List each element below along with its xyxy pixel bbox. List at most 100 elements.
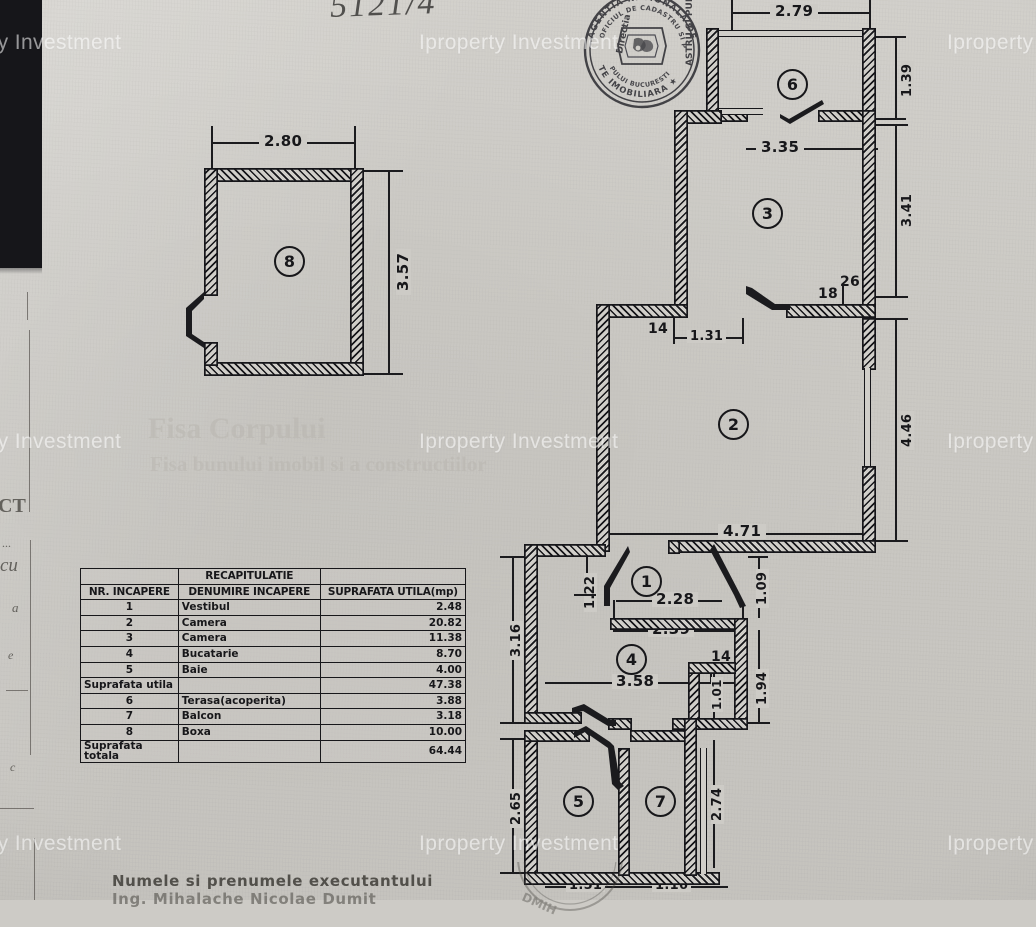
window-line-balcon-right xyxy=(700,748,707,874)
margin-fragment-cu: cu xyxy=(0,555,18,576)
table-header-nr: NR. INCAPERE xyxy=(80,583,179,601)
room-number-2: 2 xyxy=(718,409,749,440)
dimension-extension-line xyxy=(613,600,615,632)
wall-balcon-right xyxy=(684,718,697,876)
dimension-extension-line xyxy=(354,126,356,172)
wall-camera2-left xyxy=(596,304,610,552)
window-line-terasa-top xyxy=(714,30,874,37)
table-header-row: NR. INCAPERE DENUMIRE INCAPERE SUPRAFATA… xyxy=(80,583,467,601)
dimension-vestibul-top: 2.28 xyxy=(652,592,699,607)
row-name: Boxa xyxy=(177,723,321,741)
dimension-extension-line xyxy=(872,36,906,38)
wall-bucatarie-right xyxy=(734,618,748,724)
wall-vestibul-bottom xyxy=(610,618,744,630)
wall-camera2-right xyxy=(862,318,876,370)
dimension-camera3-height: 3.41 xyxy=(900,190,915,230)
dimension-extension-line xyxy=(876,124,908,126)
margin-rule-line xyxy=(6,690,28,692)
door-leaf-boxa xyxy=(186,292,222,350)
dimension-extension-line xyxy=(731,0,733,34)
recapitulation-table: RECAPITULATIE NR. INCAPERE DENUMIRE INCA… xyxy=(80,568,467,763)
dimension-tick xyxy=(574,594,596,596)
row-area: 4.00 xyxy=(319,661,467,679)
wall-terasa-right xyxy=(862,28,876,122)
paper-grain-texture xyxy=(0,0,1036,900)
door-leaf-baie xyxy=(572,726,630,798)
ghost-subtitle-text: Fisa bunului imobil si a constructiilor xyxy=(150,452,487,476)
row-name: Terasa(acoperita) xyxy=(177,692,321,710)
room-number-4: 4 xyxy=(616,644,647,675)
row-name: Balcon xyxy=(177,708,321,725)
wall-boxa-top xyxy=(204,168,364,182)
dimension-boxa-height: 3.57 xyxy=(394,248,412,295)
margin-fragment-glyph: e xyxy=(8,648,14,662)
table-row: 4 Bucatarie 8.70 xyxy=(80,645,467,663)
window-line-terasa-inner xyxy=(719,108,763,115)
dimension-extension-line xyxy=(673,318,675,344)
door-leaf-vestibul-left xyxy=(598,546,630,610)
dimension-extension-line xyxy=(872,118,906,120)
scanner-dark-edge xyxy=(0,0,42,268)
table-row: 2 Camera 20.82 xyxy=(80,614,467,632)
row-nr: 4 xyxy=(80,645,179,663)
wall-baie-left xyxy=(524,730,538,884)
dimension-camera2-width: 4.71 xyxy=(718,524,767,539)
dimension-camera2-height: 4.46 xyxy=(900,410,915,450)
table-row: 6 Terasa(acoperita) 3.88 xyxy=(80,692,467,710)
total-blank xyxy=(177,739,321,763)
scanner-dark-edge-fade xyxy=(0,258,42,274)
room-number-7: 7 xyxy=(645,786,676,817)
official-cadastre-stamp: AGENTIA NATIONALA DE TE IMOBILIARA ★ OFI… xyxy=(576,0,708,116)
row-nr: 6 xyxy=(80,692,179,710)
dimension-bucatarie-right: 1.94 xyxy=(755,668,770,708)
window-line-camera2-right xyxy=(864,368,871,470)
row-nr: 7 xyxy=(80,708,179,725)
margin-rule-line xyxy=(34,838,36,900)
margin-fragment-glyph: a xyxy=(12,600,19,615)
table-row: 5 Baie 4.00 xyxy=(80,661,467,679)
dimension-bucatarie-notch: 14 xyxy=(711,649,732,665)
table-row: 3 Camera 11.38 xyxy=(80,630,467,647)
subtotal-label: Suprafata utila xyxy=(80,677,179,694)
table-subtotal-row: Suprafata utila 47.38 xyxy=(80,677,467,694)
margin-fragment-glyph: c xyxy=(10,760,16,774)
table-title-blank-left xyxy=(80,568,179,585)
handwritten-number: 5121/4 xyxy=(329,0,438,25)
dimension-bucatarie-width: 3.58 xyxy=(612,674,659,689)
subtotal-blank xyxy=(177,677,321,694)
room-number-5: 5 xyxy=(563,786,594,817)
dimension-extension-line xyxy=(876,540,908,542)
executant-label: Numele si prenumele executantului xyxy=(112,872,434,890)
room-number-3: 3 xyxy=(752,198,783,229)
row-name: Bucatarie xyxy=(177,645,321,663)
dimension-extension-line xyxy=(876,296,908,298)
dimension-balcon-height: 2.74 xyxy=(710,784,725,824)
wall-vestibul-top-right xyxy=(668,540,680,554)
table-row: 1 Vestibul 2.48 xyxy=(80,599,467,616)
dimension-extension-line xyxy=(355,170,403,172)
dimension-bucatarie-left: 3.16 xyxy=(509,620,524,660)
wall-camera3-bottom-left xyxy=(596,304,688,318)
executant-name: Ing. Mihalache Nicolae Dumit xyxy=(112,890,377,908)
dimension-tick xyxy=(500,872,524,874)
dimension-tick xyxy=(748,556,768,558)
dimension-bucatarie-notch2: 1.01 xyxy=(710,677,724,712)
wall-camera3-bottom-right xyxy=(786,304,876,318)
wall-bucatarie-left xyxy=(524,544,538,724)
dimension-camera3-width: 3.35 xyxy=(756,140,805,155)
row-nr: 8 xyxy=(80,723,179,741)
row-nr: 3 xyxy=(80,630,179,647)
wall-baie-bottom xyxy=(524,872,720,885)
row-area: 10.00 xyxy=(319,723,467,741)
wall-baie-top xyxy=(524,730,590,742)
dimension-extension-line xyxy=(355,373,403,375)
row-area: 20.82 xyxy=(319,614,467,632)
row-area: 8.70 xyxy=(319,645,467,663)
wall-bucatarie-notch xyxy=(688,662,700,724)
wall-camera3-right xyxy=(862,110,876,318)
row-area: 3.88 xyxy=(319,692,467,710)
row-name: Camera xyxy=(177,614,321,632)
dimension-notch-26: 26 xyxy=(840,274,861,290)
row-area: 3.18 xyxy=(319,708,467,725)
dimension-arrow-line xyxy=(388,170,390,374)
